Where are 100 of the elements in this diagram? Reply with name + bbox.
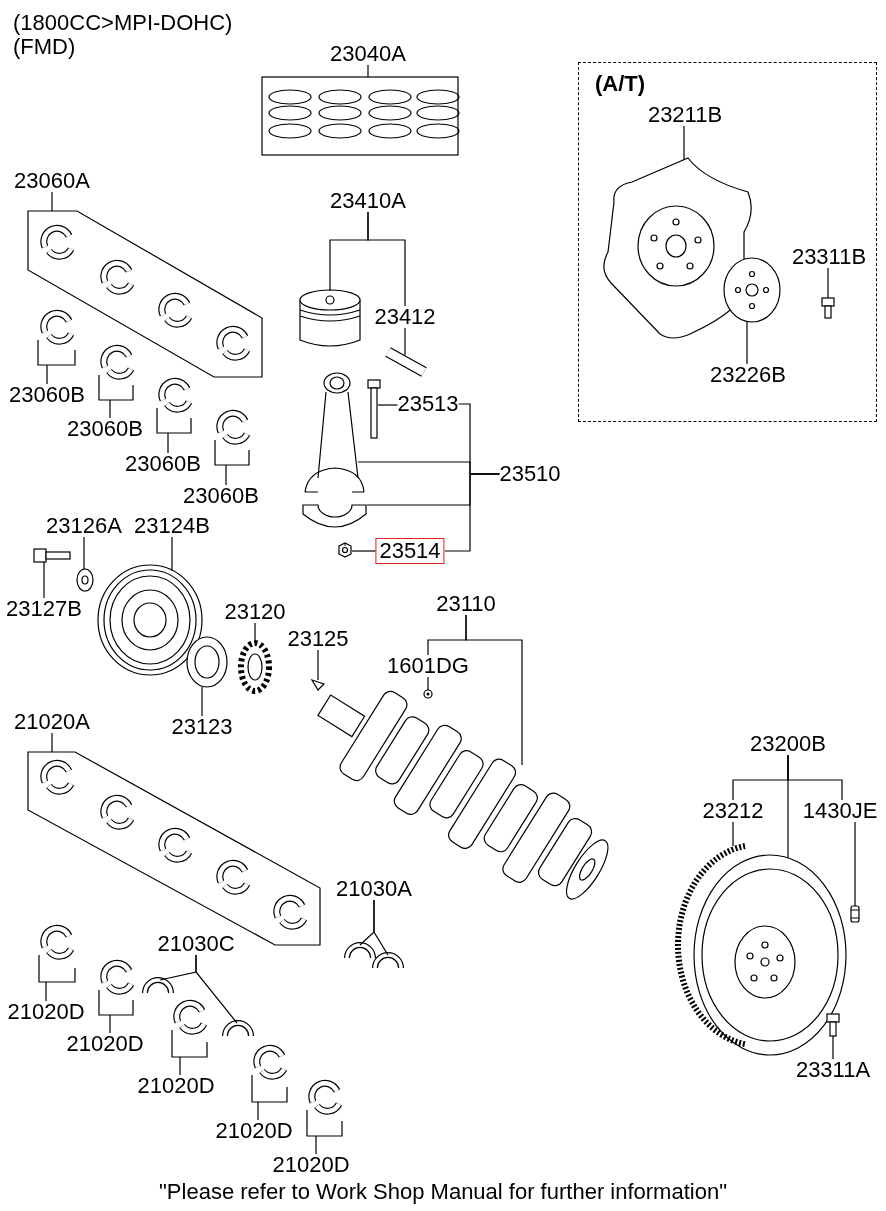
leader-line	[444, 473, 500, 552]
callout-number: 21030C	[157, 933, 235, 955]
callout-number: 23311A	[795, 1059, 871, 1081]
callout-number: 23060B	[125, 453, 201, 475]
callout-number: 23060A	[14, 170, 90, 192]
leader-line	[683, 125, 685, 161]
callout-number: 23126A	[46, 515, 122, 537]
callout-number: 21020D	[215, 1120, 293, 1142]
bearing-shell-icon	[253, 1044, 287, 1080]
callout-number: 23127B	[6, 598, 82, 620]
bearing-shell-icon	[100, 344, 134, 380]
bearing-shell-icon	[100, 959, 134, 995]
callout-number: 23060B	[67, 418, 143, 440]
callout-number: 23124B	[134, 515, 210, 537]
caption-text: "Please refer to Work Shop Manual for further information"	[159, 1181, 727, 1203]
callout-number: 23510	[499, 463, 561, 485]
leader-line	[98, 989, 134, 1034]
bearing-shell-icon	[308, 1079, 342, 1115]
callout-number: 23410A	[330, 190, 406, 212]
leader-line	[201, 686, 203, 717]
callout-number: 1430JE	[802, 800, 878, 822]
adapter-plate-icon	[722, 256, 781, 323]
leader-line	[171, 536, 173, 572]
callout-number: 23226B	[710, 364, 786, 386]
thrust-washer-icon	[142, 977, 174, 994]
leader-line	[156, 407, 192, 454]
section-heading: (A/T)	[595, 73, 646, 95]
callout-number: 23123	[171, 716, 233, 738]
bearing-shell-icon	[158, 377, 192, 413]
dashed-group-frame	[578, 62, 877, 422]
leader-line	[854, 821, 856, 907]
leader-line	[832, 1035, 834, 1060]
leader-line	[214, 439, 250, 486]
leader-line	[43, 561, 45, 599]
callout-number: 21020D	[66, 1033, 144, 1055]
washer-icon	[76, 568, 94, 592]
nut-icon	[338, 542, 352, 558]
drive-plate-drawing	[602, 156, 752, 339]
dowel-pin-icon	[850, 905, 860, 923]
thrust-washer-icon	[372, 952, 404, 969]
callout-number: 23060B	[9, 384, 85, 406]
callout-number: 21020D	[137, 1075, 215, 1097]
callout-number: 23412	[374, 306, 436, 328]
leader-line	[98, 374, 134, 419]
note-text: (FMD)	[13, 36, 76, 58]
sprocket-icon	[238, 640, 272, 694]
callout-number: 21030A	[336, 878, 412, 900]
callout-number: 23040A	[330, 43, 406, 65]
callout-number: 23110	[436, 593, 496, 615]
pulley-drawing	[97, 564, 203, 676]
leader-line	[827, 267, 829, 299]
leader-line	[171, 1029, 208, 1076]
ring-gear-icon	[675, 843, 746, 1047]
bearing-shell-icon	[40, 309, 74, 345]
piston-pin-icon	[385, 347, 427, 377]
bearing-cap-drawing	[302, 504, 367, 528]
leader-line	[746, 321, 748, 365]
leader-line	[377, 404, 398, 406]
leader-line	[251, 1074, 288, 1121]
piston-ring-set-drawing	[261, 76, 460, 156]
leader-line	[83, 536, 85, 570]
bearing-set-drawing	[27, 210, 263, 378]
bearing-shell-icon	[173, 999, 207, 1035]
leader-line	[317, 649, 319, 681]
leader-line	[465, 614, 523, 766]
callout-number: 21020D	[7, 1001, 85, 1023]
piston-drawing	[299, 289, 361, 347]
callout-number: 23125	[287, 628, 349, 650]
leader-line	[732, 821, 734, 847]
leader-line	[351, 550, 376, 552]
bearing-shell-icon	[216, 409, 250, 445]
bearing-shell-icon	[40, 924, 74, 960]
callout-number: 23212	[702, 800, 764, 822]
callout-number: 23311B	[791, 246, 867, 268]
callout-number: 21020A	[14, 711, 90, 733]
leader-line	[51, 732, 53, 753]
leader-line	[367, 211, 406, 307]
leader-line	[404, 327, 406, 356]
leader-line	[787, 754, 843, 801]
thrust-washer-icon	[222, 1020, 254, 1037]
bolt-icon	[33, 548, 71, 563]
key-icon	[310, 678, 326, 691]
thrust-washer-icon	[344, 942, 376, 959]
callout-number: 23514	[375, 538, 445, 564]
bolt-icon	[367, 379, 381, 439]
callout-number: 1601DG	[387, 655, 469, 677]
note-text: (1800CC>MPI-DOHC)	[13, 12, 233, 34]
leader-line	[37, 339, 76, 385]
callout-number: 23513	[397, 393, 459, 415]
bolt-icon	[826, 1013, 840, 1037]
leader-line	[373, 899, 389, 956]
leader-line	[38, 954, 76, 1002]
connecting-rod-drawing	[304, 372, 365, 493]
callout-number: 23060B	[183, 485, 259, 507]
seal-ring-icon	[186, 636, 228, 688]
leader-line	[367, 64, 369, 78]
leader-line	[51, 191, 53, 212]
leader-line	[306, 1109, 343, 1155]
callout-number: 23200B	[750, 733, 826, 755]
leader-line	[195, 954, 238, 1024]
